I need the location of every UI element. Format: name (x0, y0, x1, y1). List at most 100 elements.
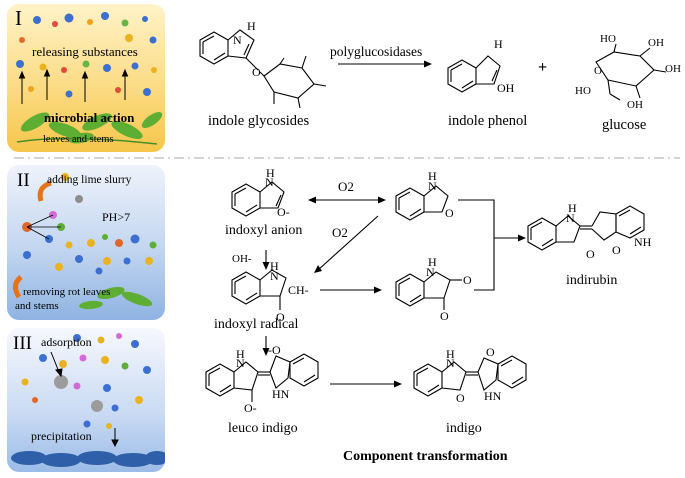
dot (111, 404, 119, 412)
dot (52, 21, 58, 27)
sediment-cloud (77, 451, 117, 465)
h-atom-label: H (266, 166, 275, 180)
minus-o-label: -O (268, 343, 281, 357)
ph-label: PH>7 (102, 210, 131, 224)
dot (125, 34, 133, 42)
dot (121, 362, 129, 370)
dot (131, 62, 139, 70)
leaf (141, 111, 163, 129)
arrowhead (424, 60, 432, 68)
dot (87, 239, 95, 247)
removing-curve (13, 275, 23, 299)
arrowhead (314, 265, 322, 273)
h-atom-label: H (270, 259, 279, 273)
stage-1-panel: I releasing substances microbial action … (7, 4, 165, 152)
ch-minus-label: CH- (288, 283, 309, 297)
dot (73, 382, 81, 390)
o-atom-label: O (594, 65, 602, 77)
microbial-action-label: microbial action (44, 110, 135, 125)
polyglucosidases-label: polyglucosidases (330, 44, 423, 59)
releasing-substances-label: releasing substances (32, 44, 138, 59)
removing-rot-leaves-label: removing rot leaves (23, 286, 111, 298)
arrowhead (374, 286, 382, 294)
release-arrows (18, 68, 129, 104)
dot (123, 257, 131, 265)
leaf (48, 121, 82, 139)
dot (115, 87, 121, 93)
stem (16, 137, 158, 145)
oh-atom-label: OH (648, 37, 664, 49)
hn-atom-label: HN (272, 387, 290, 401)
dot (16, 60, 24, 68)
leaf (97, 286, 125, 300)
o-atom-label: O (252, 65, 261, 79)
glucose-structure (595, 43, 667, 101)
o-atom-label: O (612, 243, 621, 257)
dot (59, 360, 67, 368)
plus-sign: + (538, 59, 548, 76)
dot (103, 64, 111, 72)
dot (32, 397, 38, 403)
dot (87, 19, 93, 25)
leuco-indigo-label: leuco indigo (228, 421, 298, 436)
dot (73, 334, 81, 342)
dot (103, 384, 111, 392)
dot (101, 12, 109, 20)
mixing-lines (26, 214, 61, 240)
dot (95, 267, 103, 275)
stage-3-numeral: III (13, 333, 32, 354)
oh-atom-label: OH (497, 81, 515, 95)
dot (106, 423, 112, 429)
sediment-cloud (145, 451, 165, 465)
precipitation-label: precipitation (31, 429, 92, 443)
dots (22, 173, 157, 275)
o-atom-label: O (586, 247, 595, 261)
structures (199, 29, 667, 402)
dot (149, 241, 157, 249)
n-atom-label: N (270, 269, 279, 283)
ho-atom-label: HO (600, 33, 616, 45)
n-atom-label: N (236, 356, 245, 370)
nh-atom-label: H (494, 37, 503, 51)
arrowheads (262, 60, 526, 388)
n-atom-label: N (428, 179, 437, 193)
dot (143, 366, 151, 374)
leaf (121, 291, 153, 307)
dot (61, 67, 67, 73)
indirubin-structure (527, 205, 645, 251)
leaves (20, 111, 163, 144)
dot (149, 36, 157, 44)
stage-1-numeral: I (15, 6, 22, 30)
dot (64, 13, 74, 23)
leaf (79, 300, 103, 310)
arrowhead (394, 380, 402, 388)
ho-atom-label: HO (575, 85, 591, 97)
o2-top-label: O2 (338, 179, 354, 194)
arrowhead (262, 262, 270, 270)
arrowhead (262, 348, 270, 356)
dot (65, 241, 73, 249)
o-atom-label: O (486, 345, 495, 359)
o-atom-label: O (445, 206, 454, 220)
leaves-and-stems-label: leaves and stems (43, 134, 114, 145)
leuco-indigo-structure (205, 353, 319, 402)
dot (102, 234, 108, 240)
dot (135, 396, 143, 404)
dot (65, 90, 73, 98)
dot (142, 16, 148, 22)
o-atom-label: O (440, 309, 449, 323)
dot (19, 37, 25, 43)
h-atom-label: H (446, 347, 455, 361)
dot (151, 67, 157, 73)
dot (83, 420, 91, 428)
h-atom-label: H (568, 201, 577, 215)
nh-atom-label: H (247, 19, 256, 33)
h-atom-label: H (236, 347, 245, 361)
stage-2-numeral: II (17, 170, 30, 191)
indirubin-label: indirubin (566, 273, 618, 288)
h-atom-label: H (428, 255, 437, 269)
indole-glycoside-structure (199, 29, 327, 109)
stage-3-panel: III adsorption precipitation (7, 328, 165, 472)
dot (55, 263, 63, 271)
